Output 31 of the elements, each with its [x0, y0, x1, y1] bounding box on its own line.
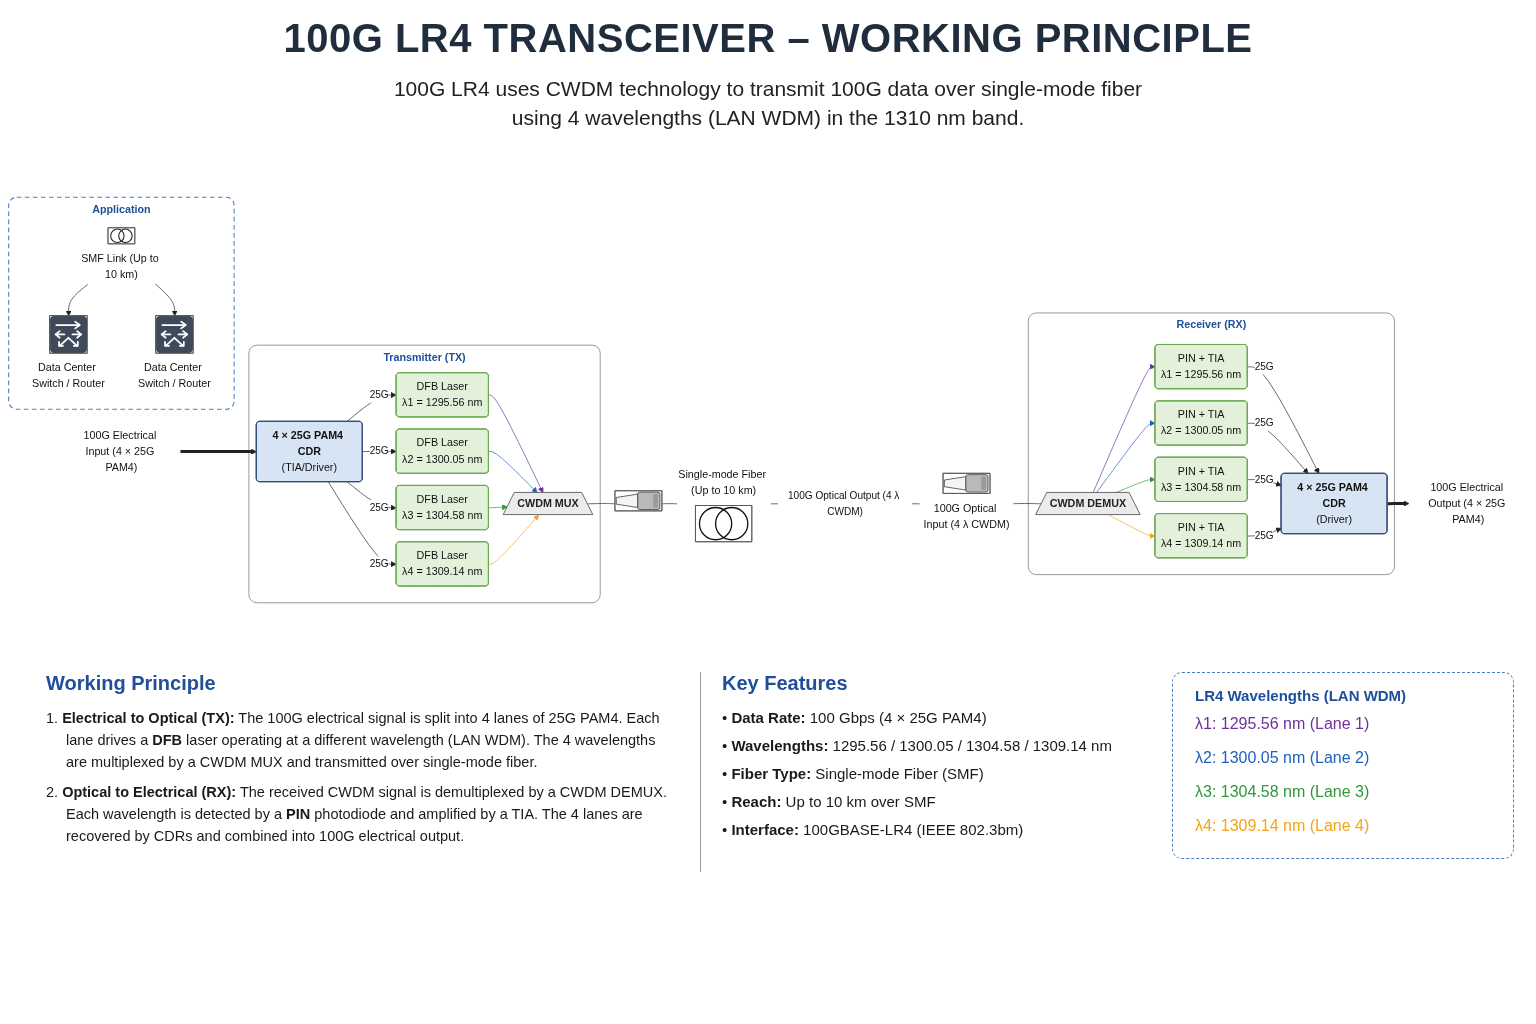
edge-label: 25G — [369, 557, 389, 570]
edge-label: 25G — [369, 444, 389, 457]
edge-label: 25G — [1254, 416, 1274, 429]
numbered-item: 2. Optical to Electrical (RX): The received CWDM signal is demultiplexed by a CWDM DEMUX. Each wavelength is detected by a PIN photodiode and amplified by a TIA. The 4 lanes are recovered by CDRs and combined into 100G electrical output. — [46, 783, 668, 846]
legend-entry: λ3: 1304.58 nm (Lane 3) — [1195, 782, 1370, 802]
edge-label: 25G — [1254, 360, 1274, 372]
bullet-item: • Data Rate: 100 Gbps (4 × 25G PAM4) — [722, 708, 988, 728]
edge-label: 25G — [369, 501, 389, 513]
numbered-item: 1. Electrical to Optical (TX): The 100G electrical signal is split into 4 lanes of 25G PAM4. Each lane drives a DFB laser operating at a different wavelength (LAN WDM). The 4 wavelengths are multiplexed by a CWDM MUX and transmitted over single-mode fiber. — [46, 709, 661, 772]
legend-entry: λ1: 1295.56 nm (Lane 1) — [1195, 714, 1370, 734]
legend-entry: λ4: 1309.14 nm (Lane 4) — [1195, 816, 1370, 836]
node-text: 100G Electrical Input (4 × 25G PAM4) — [83, 429, 157, 473]
arrow — [180, 448, 257, 455]
bullet-item: • Interface: 100GBASE-LR4 (IEEE 802.3bm) — [722, 820, 1025, 840]
legend-entry: λ2: 1300.05 nm (Lane 2) — [1195, 748, 1370, 768]
edge-label: 25G — [369, 388, 389, 400]
bullet-item: • Reach: Up to 10 km over SMF — [722, 792, 937, 812]
connector — [661, 503, 678, 505]
bullet-item: • Wavelengths: 1295.56 / 1300.05 / 1304.58 / 1309.14 nm — [722, 736, 1113, 756]
arrow — [1387, 500, 1410, 507]
section-heading: Key Features — [722, 672, 848, 695]
legend-heading: LR4 Wavelengths (LAN WDM) — [1195, 687, 1407, 704]
connector — [587, 503, 616, 505]
title: 100G LR4 TRANSCEIVER – WORKING PRINCIPLE — [282, 16, 1254, 61]
subtitle: 100G LR4 uses CWDM technology to transmit 100G data over single-mode fiber using 4 wavelengths (LAN WDM) in the 1310 nm band. — [392, 76, 1144, 131]
edge-label: 25G — [1254, 473, 1274, 485]
section-heading: Working Principle — [46, 672, 216, 695]
edge-label: 100G Optical Output (4 λ CWDM) — [788, 489, 900, 517]
node-text: 100G Electrical Output (4 × 25G PAM4) — [1428, 481, 1506, 525]
bullet-item: • Fiber Type: Single-mode Fiber (SMF) — [722, 764, 985, 784]
edge-label: 25G — [1254, 529, 1274, 541]
